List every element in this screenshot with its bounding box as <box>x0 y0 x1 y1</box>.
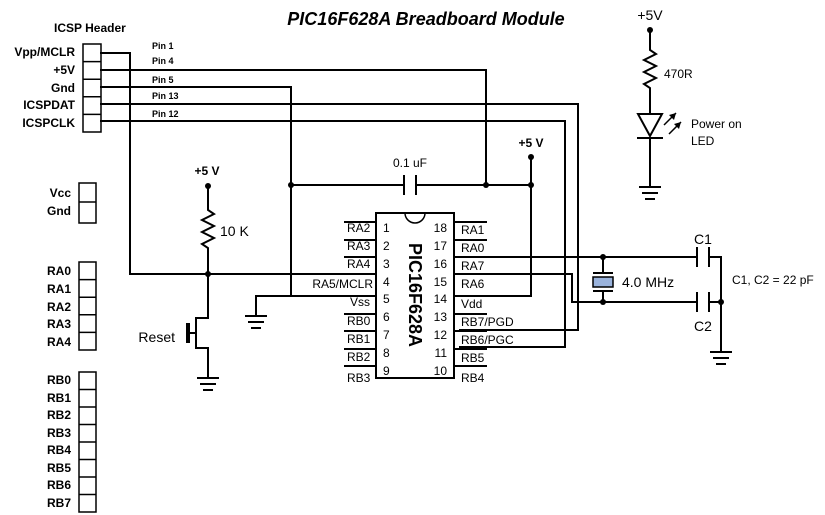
led-resistor-label: 470R <box>664 67 693 81</box>
icsp-label-vpp: Vpp/MCLR <box>14 45 75 59</box>
rb-header-connector <box>78 371 97 513</box>
chip-pin-num-6: 6 <box>383 310 390 324</box>
chip-pin-num-9: 9 <box>383 364 390 378</box>
led-supply-label: +5V <box>637 7 663 23</box>
led-label-line2: LED <box>691 134 715 148</box>
chip-pin-num-14: 14 <box>434 292 448 306</box>
chip-pin-label-11: RB5 <box>461 351 485 365</box>
led-label-line1: Power on <box>691 117 742 131</box>
ra-header-ra3: RA3 <box>47 317 71 331</box>
chip-pin-num-15: 15 <box>434 275 448 289</box>
vss-ground-symbol <box>245 315 267 329</box>
icsp-label-icspdat: ICSPDAT <box>23 98 75 112</box>
power-led <box>636 112 682 186</box>
ra-header-connector <box>78 261 97 351</box>
capacitor-c2-label: C2 <box>694 318 712 334</box>
power-header-connector <box>78 182 97 224</box>
pullup-resistor-label: 10 K <box>220 223 249 239</box>
chip-pin-label-9: RB3 <box>347 371 371 385</box>
decoupling-cap-label: 0.1 uF <box>393 156 427 170</box>
chip-left-pin-stubs <box>344 221 377 367</box>
chip-pin-label-10: RB4 <box>461 371 485 385</box>
chip-right-pin-stubs <box>453 221 487 367</box>
crystal-label: 4.0 MHz <box>622 274 674 290</box>
chip-pin-num-17: 17 <box>434 239 448 253</box>
icsp-wires <box>100 52 579 348</box>
chip-pin-label-2: RA3 <box>347 239 371 253</box>
chip-pin-num-2: 2 <box>383 239 390 253</box>
rb-header-rb5: RB5 <box>47 461 71 475</box>
capacitor-c1 <box>696 247 710 267</box>
icsp-pin-1: Pin 1 <box>152 41 174 51</box>
ra-header-ra2: RA2 <box>47 300 71 314</box>
chip-pin-num-1: 1 <box>383 221 390 235</box>
rb-header-rb4: RB4 <box>47 443 71 457</box>
rb-header-rb2: RB2 <box>47 408 71 422</box>
chip-pin-label-5: Vss <box>350 295 370 309</box>
crystal-ground-symbol <box>710 351 732 365</box>
reset-button <box>186 273 209 379</box>
reset-ground-symbol <box>197 377 219 391</box>
rb-header-rb7: RB7 <box>47 496 71 510</box>
icsp-pin-13: Pin 13 <box>152 91 179 101</box>
chip-pin-label-17: RA0 <box>461 241 485 255</box>
rb-header-rb1: RB1 <box>47 391 71 405</box>
chip-pin-num-11: 11 <box>435 346 448 360</box>
icsp-pin-12: Pin 12 <box>152 109 179 119</box>
chip-pin-num-4: 4 <box>383 275 390 289</box>
chip-pin-label-3: RA4 <box>347 257 371 271</box>
capacitor-values-label: C1, C2 = 22 pF <box>732 273 814 287</box>
crystal-4mhz <box>592 272 614 292</box>
icsp-label-5v: +5V <box>53 63 75 77</box>
chip-pin-label-14: Vdd <box>461 297 482 311</box>
chip-pin-label-1: RA2 <box>347 221 371 235</box>
pic16f628a-chip <box>375 212 455 379</box>
chip-pin-num-18: 18 <box>434 221 448 235</box>
rb-header-rb3: RB3 <box>47 426 71 440</box>
chip-pin-label-12: RB6/PGC <box>461 333 514 347</box>
ra-header-ra0: RA0 <box>47 264 71 278</box>
icsp-pin-5: Pin 5 <box>152 75 174 85</box>
chip-name: PIC16F628A <box>405 243 425 347</box>
chip-pin-num-10: 10 <box>434 364 448 378</box>
chip-pin-num-13: 13 <box>434 310 448 324</box>
chip-pin-num-5: 5 <box>383 292 390 306</box>
chip-pin-num-3: 3 <box>383 257 390 271</box>
icsp-pin-4: Pin 4 <box>152 56 174 66</box>
chip-pin-num-12: 12 <box>434 328 448 342</box>
rb-header-rb0: RB0 <box>47 373 71 387</box>
chip-pin-num-7: 7 <box>383 328 390 342</box>
reset-button-label: Reset <box>138 329 175 345</box>
ra-header-ra1: RA1 <box>47 282 71 296</box>
pullup-resistor <box>199 185 217 275</box>
led-resistor <box>641 29 659 113</box>
chip-pin-label-4: RA5/MCLR <box>312 277 373 291</box>
decoupling-capacitor <box>403 175 417 195</box>
chip-pin-label-16: RA7 <box>461 259 485 273</box>
led-ground-symbol <box>639 186 661 200</box>
chip-pin-label-8: RB2 <box>347 350 371 364</box>
reset-supply-label: +5 V <box>194 164 219 178</box>
chip-pin-num-16: 16 <box>434 257 448 271</box>
icsp-header-connector <box>82 43 102 133</box>
capacitor-c2 <box>696 292 710 312</box>
capacitor-c1-label: C1 <box>694 231 712 247</box>
chip-pin-label-18: RA1 <box>461 223 485 237</box>
chip-pin-num-8: 8 <box>383 346 390 360</box>
chip-pin-label-6: RB0 <box>347 314 371 328</box>
diagram-title: PIC16F628A Breadboard Module <box>287 9 564 29</box>
chip-pin-label-15: RA6 <box>461 277 485 291</box>
rb-header-rb6: RB6 <box>47 478 71 492</box>
power-header-vcc: Vcc <box>50 186 72 200</box>
icsp-label-icspclk: ICSPCLK <box>22 116 75 130</box>
icsp-label-gnd: Gnd <box>51 81 75 95</box>
chip-pin-label-13: RB7/PGD <box>461 315 514 329</box>
icsp-header-label: ICSP Header <box>54 21 126 35</box>
ra-header-ra4: RA4 <box>47 335 71 349</box>
power-header-gnd: Gnd <box>47 204 71 218</box>
vdd-supply-label: +5 V <box>518 136 543 150</box>
chip-pin-label-7: RB1 <box>347 332 371 346</box>
